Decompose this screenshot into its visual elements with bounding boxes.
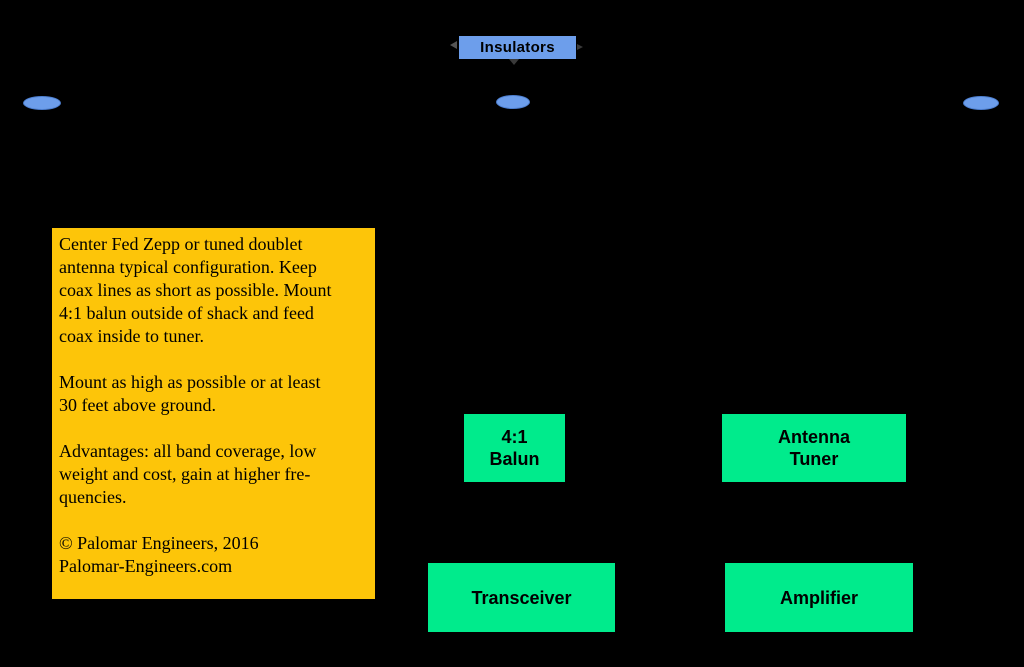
arrow-down-icon xyxy=(509,59,519,65)
note-paragraph-copyright: © Palomar Engineers, 2016 Palomar-Engine… xyxy=(59,533,259,576)
note-box: Center Fed Zepp or tuned doublet antenna… xyxy=(52,228,375,599)
antenna-tuner-box: Antenna Tuner xyxy=(722,414,906,482)
amplifier-box: Amplifier xyxy=(725,563,913,632)
note-paragraph-advantages: Advantages: all band coverage, low weigh… xyxy=(59,441,317,507)
arrow-left-icon xyxy=(450,41,457,49)
insulator-ellipse-center xyxy=(496,95,530,109)
note-paragraph-description: Center Fed Zepp or tuned doublet antenna… xyxy=(59,234,332,346)
arrow-right-icon xyxy=(577,44,583,50)
insulator-ellipse-right xyxy=(963,96,999,110)
balun-box: 4:1 Balun xyxy=(464,414,565,482)
note-paragraph-mounting: Mount as high as possible or at least 30… xyxy=(59,372,321,415)
insulator-ellipse-left xyxy=(23,96,61,110)
insulators-label: Insulators xyxy=(459,36,576,59)
transceiver-box: Transceiver xyxy=(428,563,615,632)
